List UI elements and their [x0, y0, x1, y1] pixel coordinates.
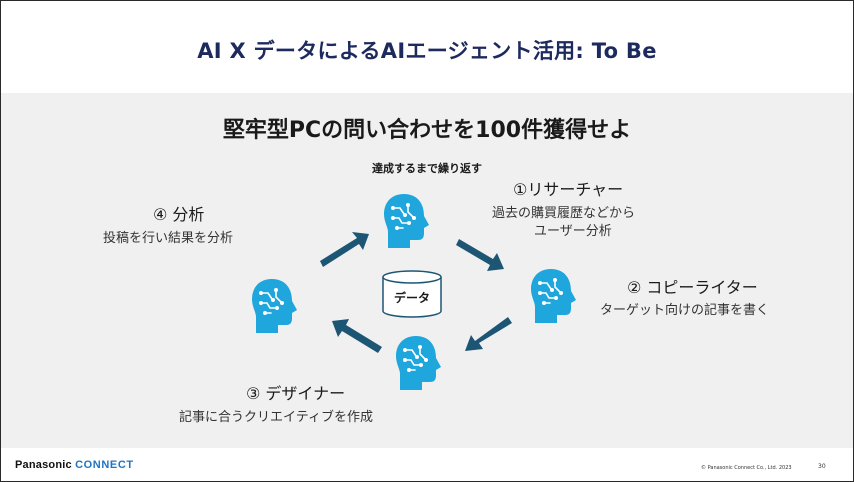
agent-researcher-desc-line-1: 過去の購買履歴などから: [492, 206, 636, 221]
agent-copywriter-title: ② コピーライター: [627, 278, 758, 297]
arrow-icon: [332, 319, 382, 353]
page-number: 30: [818, 463, 826, 470]
arrow-icon: [456, 239, 504, 271]
database-icon: [382, 270, 442, 318]
logo-brand: Panasonic: [15, 459, 72, 471]
agent-designer-desc: 記事に合うクリエイティブを作成: [179, 410, 373, 425]
ai-head-icon: [531, 269, 576, 323]
agent-analysis-desc: 投稿を行い結果を分析: [103, 231, 234, 246]
database-label: データ: [393, 291, 430, 305]
loop-label: 達成するまで繰り返す: [372, 162, 482, 175]
arrow-icon: [320, 232, 369, 267]
agent-researcher-desc-line-2: ユーザー分析: [534, 224, 612, 239]
agent-researcher-title: ①リサーチャー: [513, 180, 624, 199]
agent-analysis-title: ④ 分析: [153, 205, 205, 224]
arrow-icon: [465, 317, 512, 351]
ai-head-icon: [396, 336, 441, 390]
slide-title: AI X データによるAIエージェント活用: To Be: [197, 39, 657, 63]
slide-subtitle: 堅牢型PCの問い合わせを100件獲得せよ: [222, 118, 632, 143]
company-logo: Panasonic CONNECT: [15, 459, 134, 471]
content-panel: [1, 93, 853, 448]
ai-head-icon: [252, 279, 297, 333]
agent-copywriter-desc: ターゲット向けの記事を書く: [600, 303, 770, 318]
agent-designer-title: ③ デザイナー: [246, 384, 346, 403]
logo-product: CONNECT: [75, 459, 134, 471]
copyright-text: © Panasonic Connect Co., Ltd. 2023: [701, 465, 792, 471]
ai-head-icon: [384, 194, 429, 248]
